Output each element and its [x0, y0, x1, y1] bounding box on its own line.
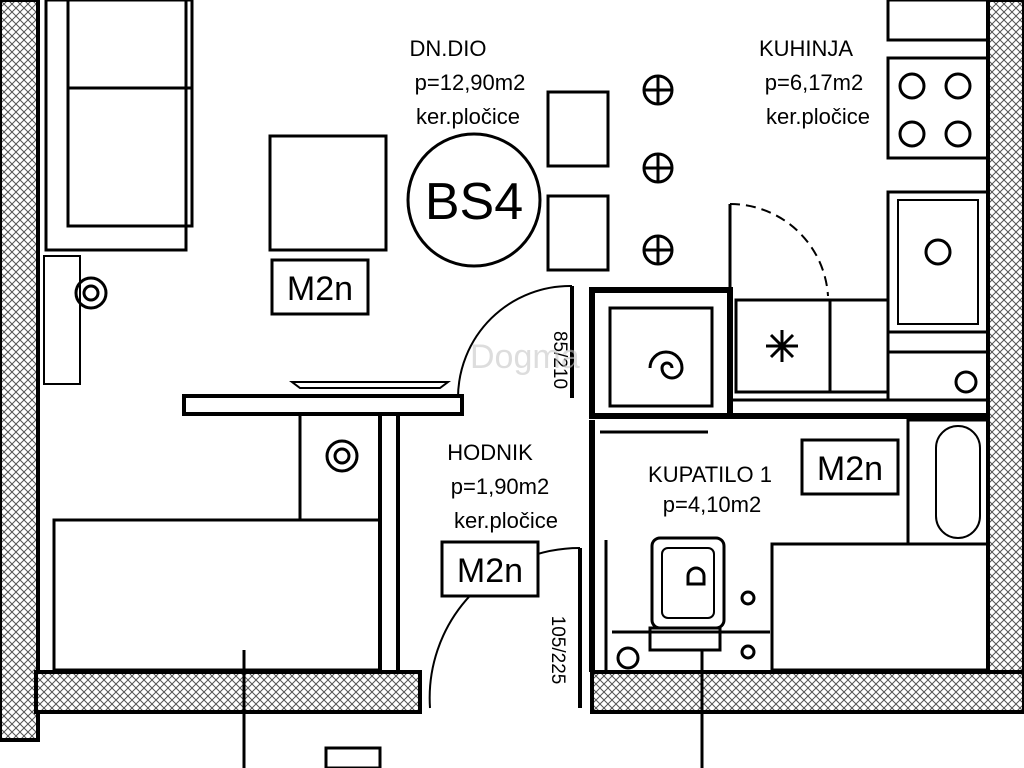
tag-boxes [270, 258, 900, 598]
bath-tag: M2n [817, 450, 883, 488]
hall-area: p=1,90m2 [451, 474, 549, 499]
watermark: Dogma [470, 338, 580, 376]
entry-door-dimension: 85/210 [549, 331, 570, 389]
furniture [43, 0, 990, 768]
fixtures-round [74, 72, 978, 670]
living-room-name: DN.DIO [410, 36, 487, 61]
kitchen-floor: ker.pločice [766, 104, 870, 129]
living-room-area: p=12,90m2 [415, 70, 526, 95]
hall-tag: M2n [457, 552, 523, 590]
kitchen-name: KUHINJA [759, 36, 853, 61]
bath-area: p=4,10m2 [663, 492, 761, 517]
unit-badge-circle [406, 132, 542, 268]
bath-door-dimension: 105/225 [547, 616, 568, 685]
extractor-icon [766, 330, 798, 362]
hall-name: HODNIK [447, 440, 533, 465]
unit-label: BS4 [425, 173, 523, 231]
bath-name: KUPATILO 1 [648, 462, 772, 487]
living-room-floor: ker.pločice [416, 104, 520, 129]
living-tag: M2n [287, 270, 353, 308]
exterior-walls [0, 0, 1024, 742]
kitchen-area: p=6,17m2 [765, 70, 863, 95]
hall-floor: ker.pločice [454, 508, 558, 533]
